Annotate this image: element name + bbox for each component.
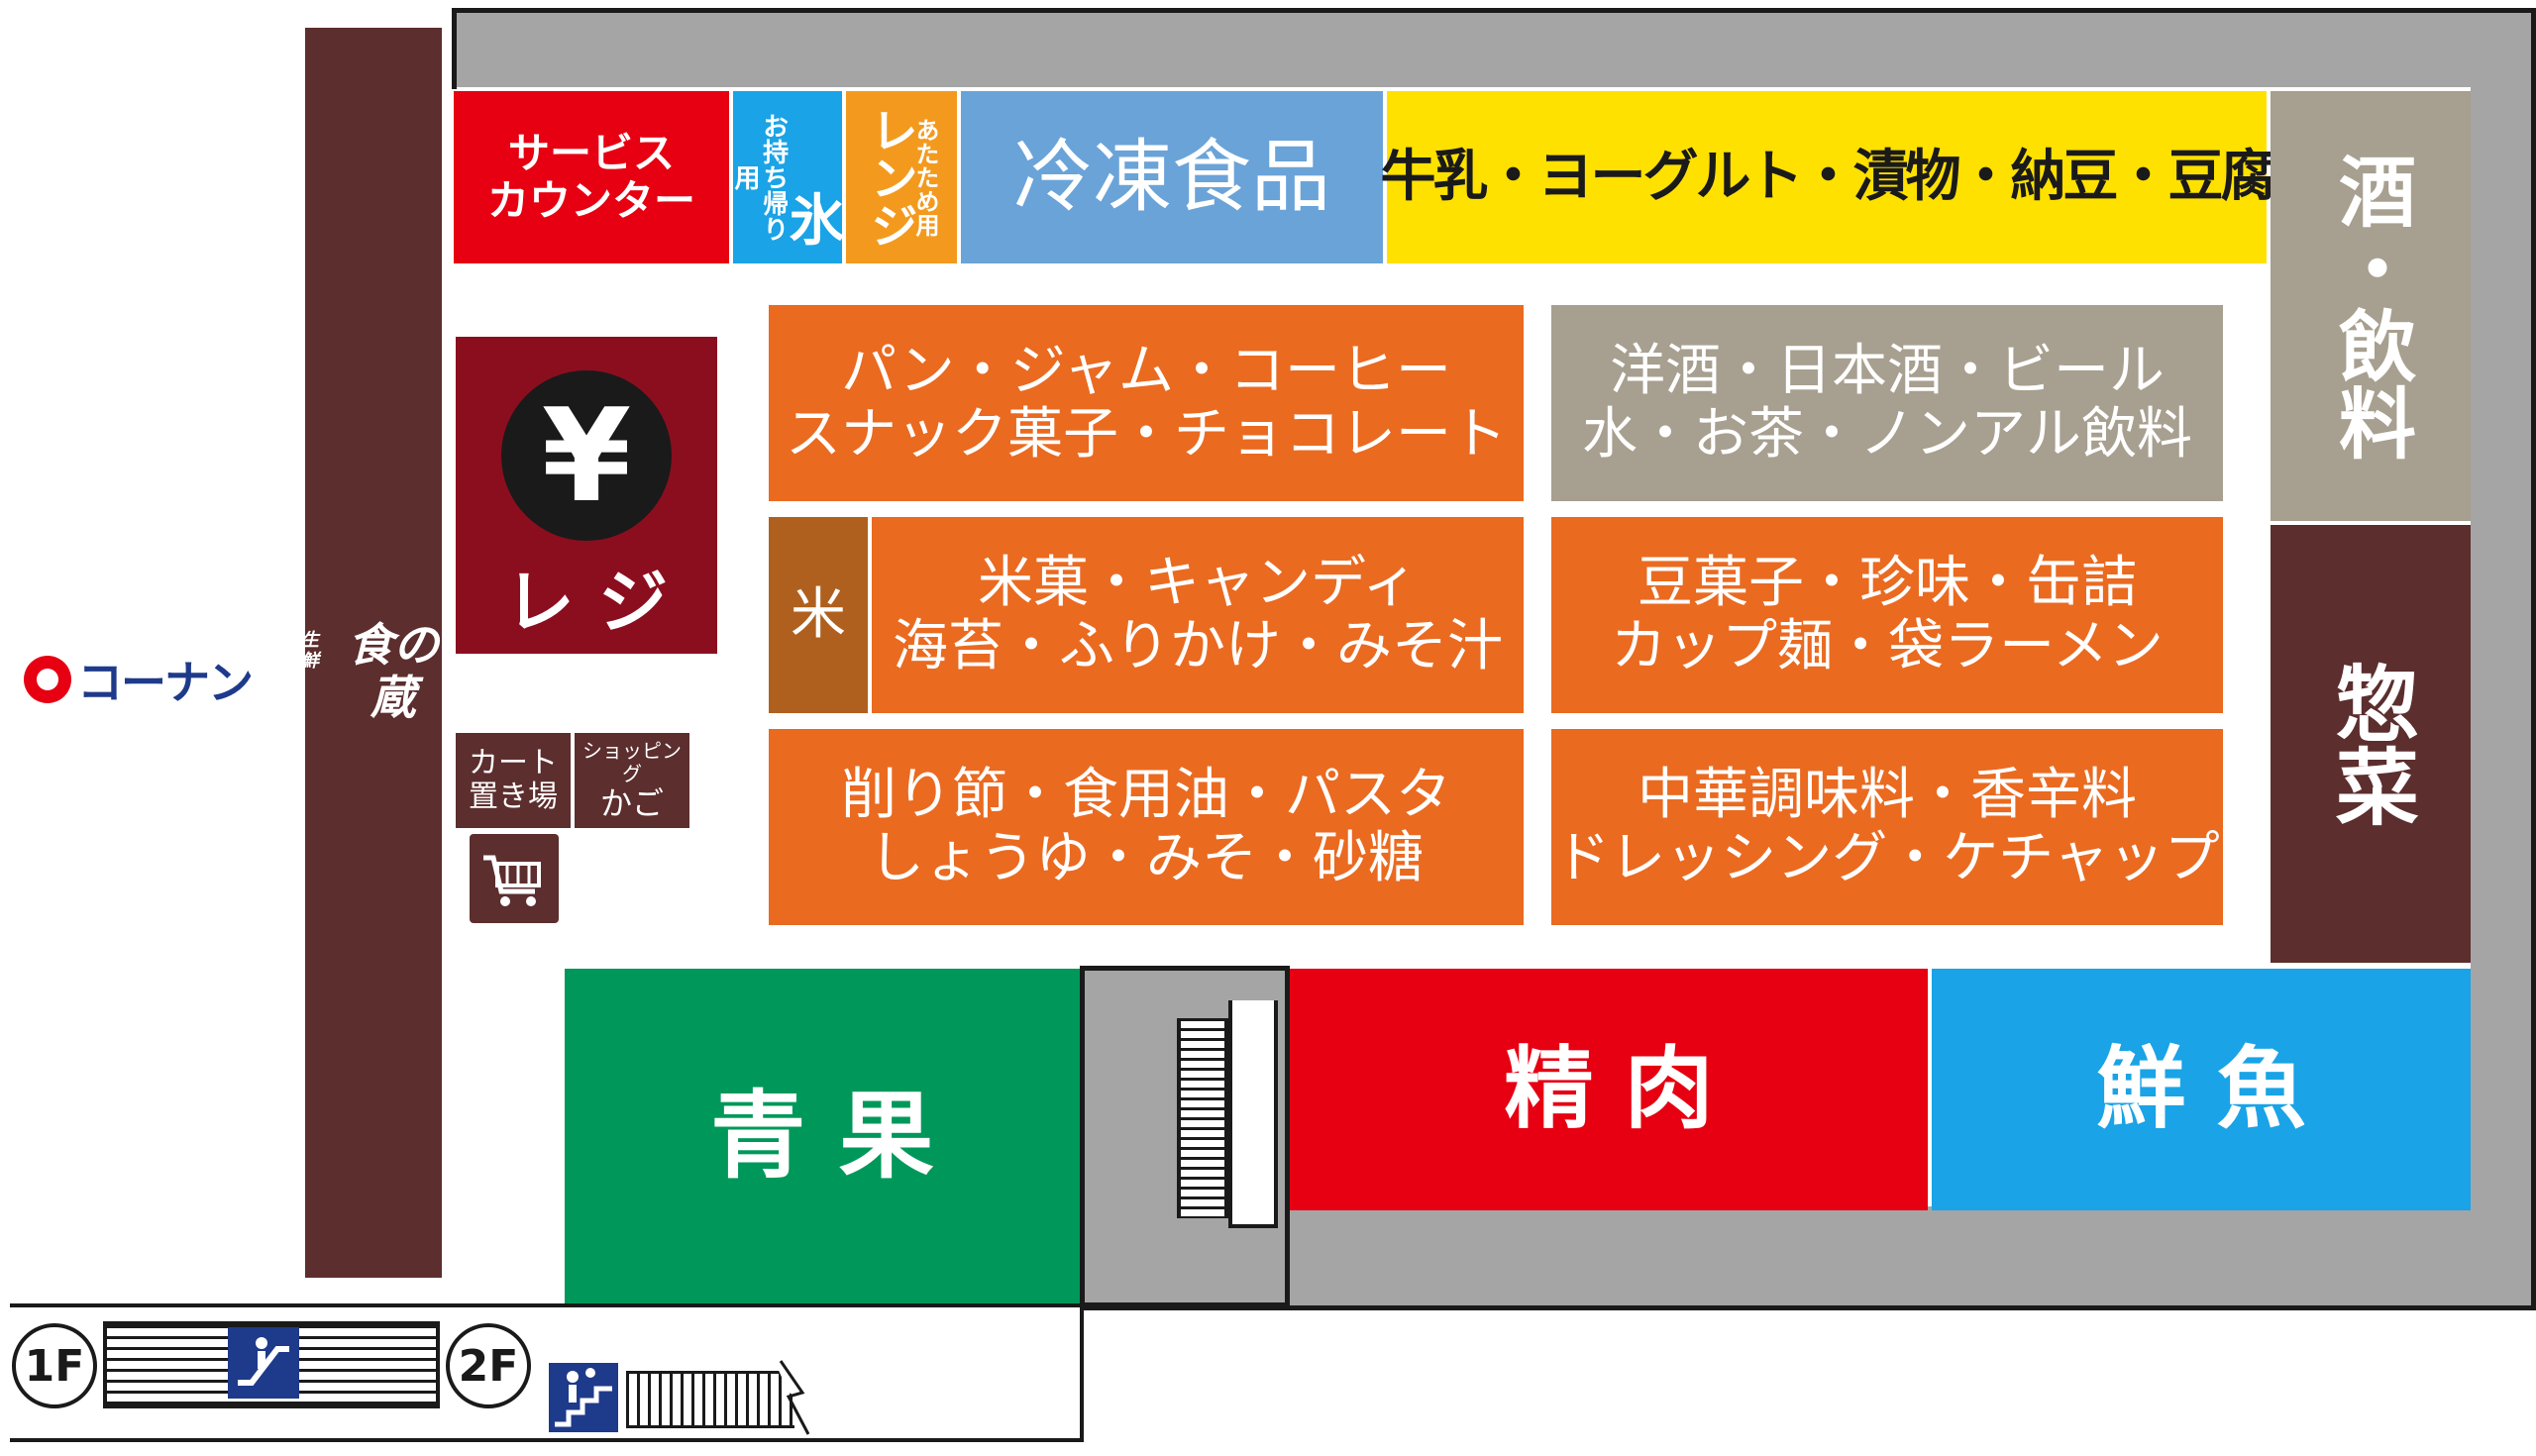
basket-small: ショッピング [582, 738, 682, 785]
alcohol-beverage[interactable]: 酒・飲料 [2271, 91, 2471, 521]
stairs-icon [549, 1363, 618, 1432]
ice-area[interactable]: お持ち帰り用 氷 [730, 91, 845, 263]
brand-konan: コーナン [24, 649, 301, 710]
alcohol-beverage-label: 酒・飲料 [2326, 152, 2415, 461]
basket-area[interactable]: ショッピング かご [575, 733, 689, 828]
konan-logo-icon [24, 656, 71, 703]
ice-small: お持ち帰り用 [730, 113, 789, 242]
shelf-snacks[interactable]: 豆菓子・珍味・缶詰 カップ麺・袋ラーメン [1551, 517, 2223, 713]
shelf-seasoning-line1: 削り節・食用油・パスタ [841, 762, 1451, 827]
shelf-liquor[interactable]: 洋酒・日本酒・ビール 水・お茶・ノンアル飲料 [1551, 305, 2223, 501]
corridor-step-line [454, 1303, 1088, 1307]
shelf-chinese-line2: ドレッシング・ケチャップ [1554, 826, 2220, 890]
fish[interactable]: 鮮 魚 [1932, 969, 2471, 1210]
shelf-snacks-line1: 豆菓子・珍味・缶詰 [1638, 550, 2137, 615]
service-counter[interactable]: サービス カウンター [454, 91, 729, 263]
shelf-crackers[interactable]: 米菓・キャンディ 海苔・ふりかけ・みそ汁 [872, 517, 1524, 713]
shelf-liquor-line1: 洋酒・日本酒・ビール [1610, 338, 2165, 403]
dairy-label: 牛乳・ヨーグルト・漬物・納豆・豆腐 [1380, 144, 2276, 209]
basket-big: かご [599, 783, 664, 822]
outer-top-line [452, 8, 2536, 13]
shelf-rice-label: 米 [791, 581, 846, 647]
yen-icon: ¥ [501, 370, 672, 541]
brand-kura: 生鮮 食の蔵 [293, 619, 458, 724]
service-counter-line1: サービス [507, 128, 675, 177]
cart-area-line2: 置き場 [469, 780, 558, 814]
microwave-big: レンジ [862, 106, 917, 249]
dairy-area[interactable]: 牛乳・ヨーグルト・漬物・納豆・豆腐 [1381, 91, 2276, 263]
frozen-food[interactable]: 冷凍食品 [961, 91, 1383, 263]
cart-area[interactable]: カート 置き場 [456, 733, 571, 828]
meat[interactable]: 精 肉 [1290, 969, 1928, 1210]
microwave-small: あたため用 [911, 118, 939, 237]
brand-kura-big: 食の蔵 [347, 618, 439, 724]
yen-symbol: ¥ [541, 380, 632, 531]
shelf-liquor-line2: 水・お茶・ノンアル飲料 [1582, 402, 2192, 467]
right-wall [2471, 87, 2534, 1307]
outer-right-line [2531, 8, 2536, 1309]
microwave-area[interactable]: レンジ あたため用 [846, 91, 957, 263]
shelf-bread-line2: スナック菓子・チョコレート [786, 402, 1507, 467]
corridor-top-line [10, 1303, 456, 1307]
cart-area-line1: カート [469, 745, 558, 780]
produce-label: 青 果 [710, 1080, 934, 1192]
lower-stairs [626, 1371, 794, 1428]
shelf-bread-line1: パン・ジャム・コーヒー [841, 338, 1451, 403]
produce[interactable]: 青 果 [565, 969, 1080, 1303]
floor-2f-label: 2F [458, 1340, 519, 1392]
top-wall [454, 10, 2534, 87]
floor-1f-badge: 1F [12, 1323, 97, 1408]
brand-kura-small: 生鮮 [300, 630, 319, 672]
shelf-rice[interactable]: 米 [769, 517, 868, 713]
shelf-seasoning-line2: しょうゆ・みそ・砂糖 [869, 826, 1424, 890]
outer-bottom-line [1080, 1305, 2536, 1310]
shelf-crackers-line2: 海苔・ふりかけ・みそ汁 [893, 614, 1503, 678]
outer-left-line [452, 8, 457, 89]
frozen-food-label: 冷凍食品 [1013, 131, 1330, 223]
corridor-right-line [1080, 1303, 1084, 1442]
stairs [1177, 1018, 1228, 1218]
floor-2f-badge: 2F [446, 1323, 531, 1408]
bottom-wall [1288, 1206, 2534, 1307]
register-label: レ ジ [504, 562, 669, 643]
konan-text: コーナン [77, 656, 254, 709]
shelf-snacks-line2: カップ麺・袋ラーメン [1611, 614, 2164, 678]
shelf-bread[interactable]: パン・ジャム・コーヒー スナック菓子・チョコレート [769, 305, 1524, 501]
shelf-chinese-line1: 中華調味料・香辛料 [1638, 762, 2137, 827]
fish-label: 鮮 魚 [2096, 1037, 2306, 1142]
service-counter-line2: カウンター [486, 176, 695, 225]
shelf-seasoning[interactable]: 削り節・食用油・パスタ しょうゆ・みそ・砂糖 [769, 729, 1524, 925]
left-pillar [305, 28, 442, 1278]
cart-icon [470, 834, 559, 923]
corridor-bottom-line [10, 1438, 1084, 1442]
ice-big: 氷 [789, 188, 845, 254]
floor-1f-label: 1F [24, 1340, 85, 1392]
stairs-break [773, 1357, 822, 1436]
deli-label: 惣菜 [2322, 661, 2420, 827]
register[interactable]: ¥ レ ジ [456, 337, 717, 654]
shelf-chinese[interactable]: 中華調味料・香辛料 ドレッシング・ケチャップ [1551, 729, 2223, 925]
escalator-icon [228, 1327, 299, 1399]
deli[interactable]: 惣菜 [2271, 525, 2471, 963]
shelf-crackers-line1: 米菓・キャンディ [977, 550, 1419, 615]
stairs-side [1228, 1000, 1278, 1228]
meat-label: 精 肉 [1504, 1037, 1714, 1142]
